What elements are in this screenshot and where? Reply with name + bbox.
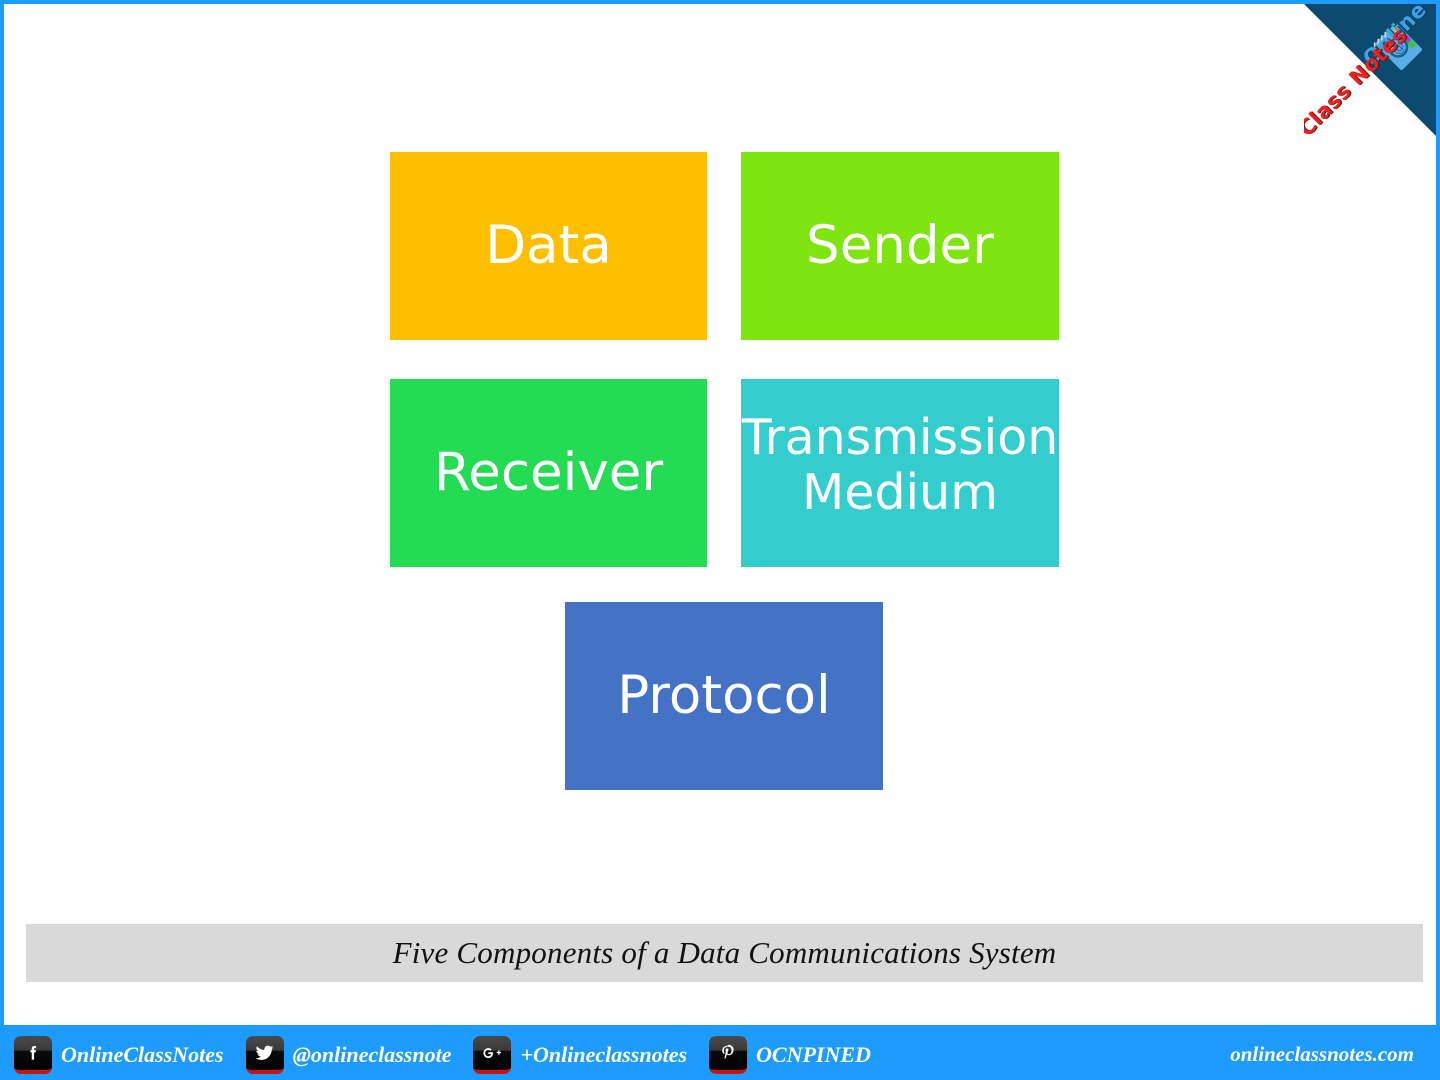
diagram-box-protocol: Protocol <box>565 602 883 790</box>
ribbon-triangle <box>1304 4 1436 136</box>
caption-text: Five Components of a Data Communications… <box>392 935 1057 970</box>
footer-website-url[interactable]: onlineclassnotes.com <box>1230 1042 1414 1066</box>
ribbon-classnotes-text: Class Notes <box>1304 22 1412 136</box>
pinterest-icon <box>709 1035 748 1074</box>
diagram-box-data: Data <box>390 152 707 340</box>
social-link-googleplus[interactable]: +Onlineclassnotes <box>473 1035 688 1074</box>
diagram-box-label: Data <box>485 215 612 277</box>
diagram-box-label: Receiver <box>433 442 664 504</box>
social-link-facebook[interactable]: OnlineClassNotes <box>14 1035 224 1074</box>
slide-canvas: Data Sender Receiver Transmission Medium… <box>0 0 1440 1029</box>
diagram-box-label: Protocol <box>617 665 831 727</box>
googleplus-icon <box>473 1035 512 1074</box>
notebook-icon: @ <box>1373 23 1422 70</box>
corner-ribbon: @ Online Class Notes <box>1304 4 1436 136</box>
diagram-box-sender: Sender <box>741 152 1059 340</box>
diagram-box-transmission-medium: Transmission Medium <box>741 379 1059 567</box>
svg-text:@: @ <box>1390 39 1408 57</box>
social-label: +Onlineclassnotes <box>520 1041 688 1067</box>
footer-bar: OnlineClassNotes @onlineclassnote +Onlin… <box>0 1029 1440 1080</box>
caption-bar: Five Components of a Data Communications… <box>26 924 1423 982</box>
diagram-box-label: Transmission Medium <box>741 409 1059 521</box>
social-label: @onlineclassnote <box>292 1041 452 1067</box>
ribbon-online-text: Online <box>1357 4 1431 71</box>
diagram-box-receiver: Receiver <box>390 379 707 567</box>
social-label: OCNPINED <box>756 1041 871 1067</box>
social-link-pinterest[interactable]: OCNPINED <box>709 1035 871 1074</box>
diagram-box-label: Sender <box>806 215 994 277</box>
twitter-icon <box>245 1035 284 1074</box>
social-link-twitter[interactable]: @onlineclassnote <box>245 1035 452 1074</box>
facebook-icon <box>14 1035 52 1074</box>
social-label: OnlineClassNotes <box>61 1041 224 1067</box>
